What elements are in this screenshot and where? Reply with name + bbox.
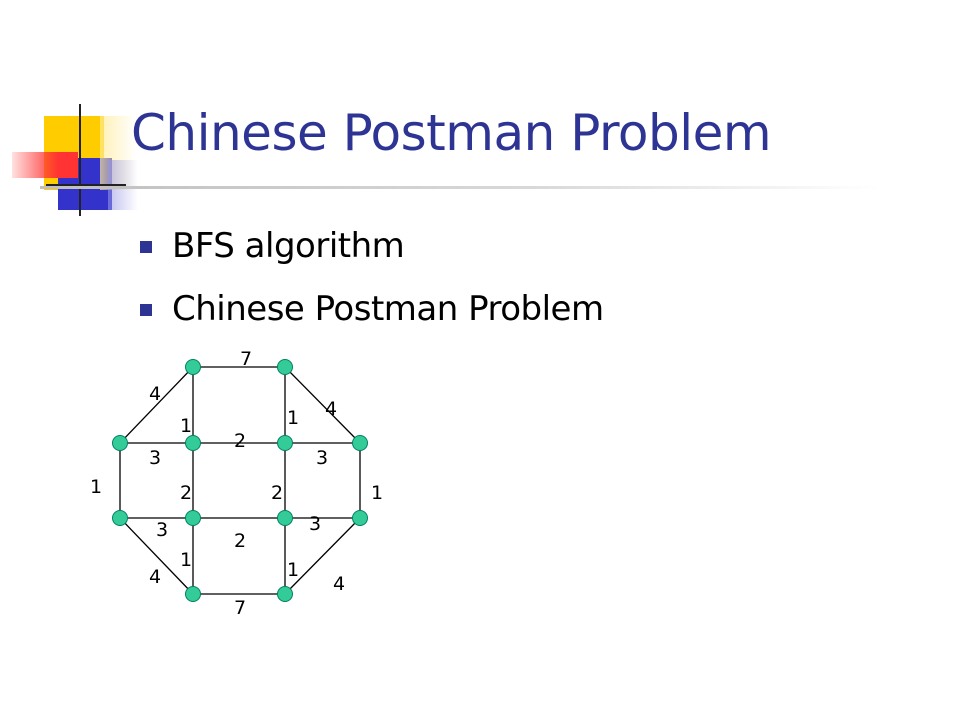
graph-node-n11	[185, 586, 201, 602]
edge-weight-label: 2	[234, 530, 246, 552]
graph-node-n5	[277, 435, 293, 451]
graph-edge-n2-n6	[284, 366, 361, 444]
edge-weight-label: 7	[240, 348, 252, 370]
graph-nodes	[112, 359, 368, 602]
edge-weight-label: 3	[149, 447, 161, 469]
graph-edge-n10-n12	[284, 517, 361, 595]
edge-weight-label: 2	[271, 482, 283, 504]
graph-edge-n1-n3	[119, 366, 194, 444]
edge-weight-label: 3	[156, 519, 168, 541]
bullet-marker-1	[140, 241, 152, 253]
edge-weight-label: 4	[149, 566, 161, 588]
edge-weight-label: 1	[90, 476, 102, 498]
graph-node-n4	[185, 435, 201, 451]
edge-weight-label: 1	[180, 549, 192, 571]
bullet-text-2: Chinese Postman Problem	[172, 289, 604, 329]
graph-node-n7	[112, 510, 128, 526]
graph-node-n8	[185, 510, 201, 526]
graph-node-n3	[112, 435, 128, 451]
slide-title: Chinese Postman Problem	[131, 104, 772, 162]
title-underline	[40, 186, 880, 189]
edge-weight-label: 3	[316, 447, 328, 469]
bullet-text-1: BFS algorithm	[172, 226, 405, 266]
graph-node-n12	[277, 586, 293, 602]
graph-edge-n7-n11	[119, 517, 194, 595]
deco-vertical-line	[79, 104, 81, 216]
graph-edges	[119, 366, 361, 595]
edge-weight-label: 2	[180, 482, 192, 504]
bullet-marker-2	[140, 304, 152, 316]
edge-weight-label: 1	[371, 482, 383, 504]
edge-weight-label: 2	[234, 430, 246, 452]
edge-weight-label: 1	[287, 559, 299, 581]
graph-node-n6	[352, 435, 368, 451]
deco-horizontal-line	[46, 184, 126, 186]
graph-node-n2	[277, 359, 293, 375]
edge-weight-label: 4	[325, 398, 337, 420]
deco-red-bar	[12, 152, 78, 178]
edge-weight-label: 4	[149, 383, 161, 405]
graph-node-n10	[352, 510, 368, 526]
graph-node-n1	[185, 359, 201, 375]
edge-weight-label: 1	[180, 415, 192, 437]
edge-weight-label: 1	[287, 407, 299, 429]
edge-weight-label: 7	[234, 597, 246, 619]
edge-weight-label: 3	[309, 513, 321, 535]
graph-node-n9	[277, 510, 293, 526]
edge-weight-label: 4	[333, 573, 345, 595]
